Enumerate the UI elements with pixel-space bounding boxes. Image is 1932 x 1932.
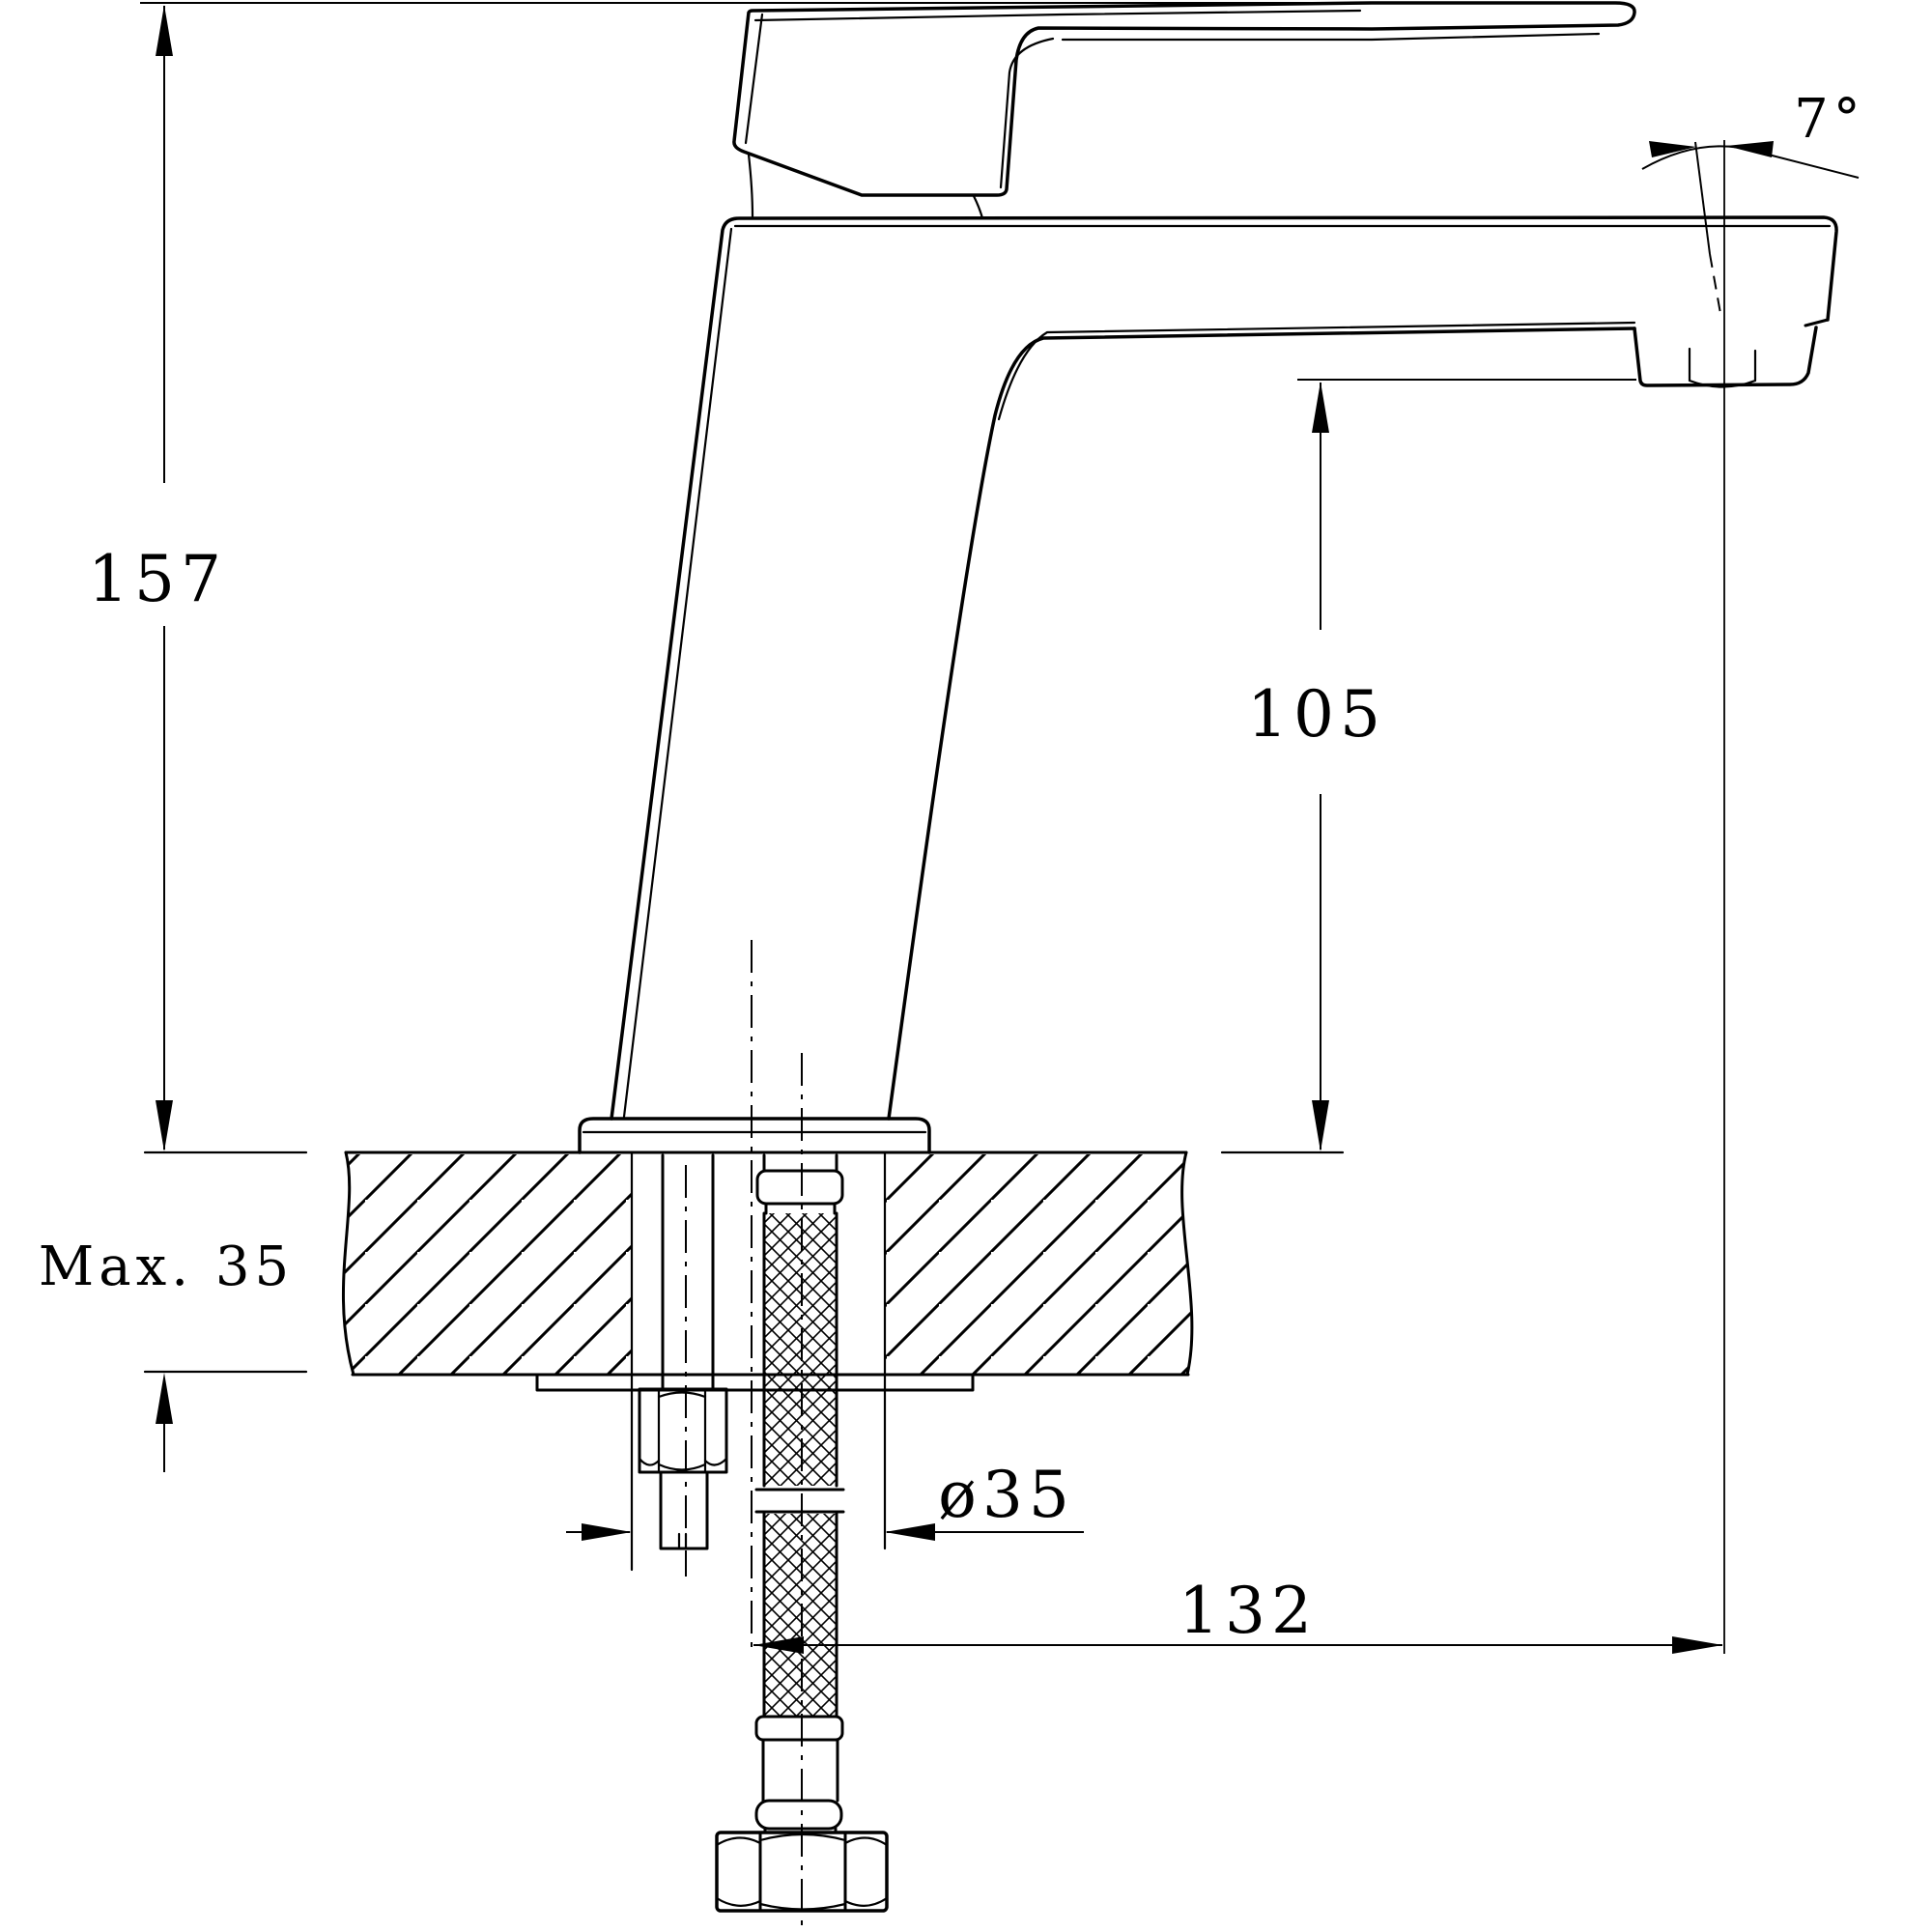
dim-132-arrow-left bbox=[753, 1636, 804, 1654]
mounting-stud-tail bbox=[659, 1470, 709, 1550]
dim-157-label: 157 bbox=[88, 542, 227, 616]
countertop-break-line-right bbox=[1180, 1151, 1194, 1377]
hose-top-collar bbox=[755, 1169, 844, 1206]
stud-slot bbox=[677, 1532, 688, 1550]
body-back-and-spout-underside bbox=[887, 327, 1636, 1121]
countertop-break-line-left bbox=[341, 1151, 355, 1377]
neck-curve-right bbox=[972, 194, 984, 220]
supply-hose bbox=[715, 940, 889, 1930]
dim-105-arrow-down bbox=[1312, 1100, 1329, 1151]
lever-left-face-inner-line bbox=[744, 13, 764, 145]
dim-132-arrow-right bbox=[1672, 1636, 1722, 1654]
mounting-washer-plate bbox=[535, 1373, 975, 1392]
hose-end-tube bbox=[761, 1738, 839, 1803]
aerator-nozzle bbox=[1688, 347, 1757, 388]
hose-end-collar bbox=[754, 1715, 844, 1742]
dim-max35-label: Max. 35 bbox=[39, 1236, 294, 1298]
dim-d35-arrow-right bbox=[582, 1523, 632, 1541]
faucet-body-and-spout bbox=[610, 153, 1838, 1121]
spout-tip-step bbox=[1804, 318, 1830, 327]
dim-7deg-label: 7° bbox=[1794, 88, 1865, 151]
dim-105-arrow-up bbox=[1312, 382, 1329, 433]
dim-deck-thickness: Max. 35 bbox=[39, 1236, 308, 1472]
lever-handle bbox=[732, 1, 1636, 197]
countertop-hatch-right bbox=[885, 1154, 1192, 1375]
body-front-and-spout-top-edge bbox=[610, 215, 1838, 1121]
dim-height-overall: 157 bbox=[88, 2, 1507, 1154]
outlet-tilted-line-dashed bbox=[1709, 253, 1722, 320]
hose-top-fitting bbox=[762, 1153, 838, 1173]
angle-arrow-right bbox=[1726, 141, 1774, 157]
dim-d35-label: ø35 bbox=[938, 1458, 1075, 1532]
body-front-inner-line bbox=[622, 227, 733, 1119]
lever-underside-inner-line bbox=[1061, 32, 1601, 42]
spout-aerator bbox=[1633, 318, 1830, 388]
hose-end-ring bbox=[754, 1799, 843, 1831]
base-plate bbox=[578, 1117, 931, 1154]
lever-outline bbox=[732, 1, 1636, 197]
dim-outlet-angle: 7° bbox=[1641, 88, 1865, 1654]
aerator-housing bbox=[1633, 326, 1818, 387]
mounting-hardware bbox=[638, 1153, 728, 1577]
lever-pivot-inner-line bbox=[999, 37, 1055, 189]
dim-105-label: 105 bbox=[1247, 677, 1386, 752]
spout-underside-inner-line bbox=[997, 321, 1636, 421]
dim-d35-arrow-left bbox=[885, 1523, 935, 1541]
faucet bbox=[578, 1, 1838, 1154]
lever-top-inner-line bbox=[753, 9, 1362, 22]
countertop-hatch-left bbox=[343, 1154, 632, 1375]
dim-spout-height: 105 bbox=[1220, 379, 1636, 1154]
dim-hole-diameter: ø35 bbox=[566, 1458, 1084, 1541]
dim-157-arrow-down bbox=[156, 1100, 173, 1151]
mounting-stud-upper bbox=[661, 1153, 715, 1391]
outlet-tilted-line bbox=[1694, 141, 1711, 255]
mounting-nut bbox=[638, 1387, 728, 1474]
angle-arrow-left bbox=[1649, 141, 1696, 157]
dim-132-label: 132 bbox=[1179, 1574, 1318, 1648]
dim-157-arrow-up bbox=[156, 5, 173, 56]
neck-curve-left bbox=[747, 153, 754, 218]
dim-spout-reach: 132 bbox=[753, 1574, 1722, 1654]
dim-max35-arrow-up bbox=[156, 1373, 173, 1424]
hose-braid-upper bbox=[764, 1213, 837, 1486]
hose-braid-lower bbox=[764, 1514, 837, 1717]
countertop-section bbox=[341, 1151, 1194, 1572]
